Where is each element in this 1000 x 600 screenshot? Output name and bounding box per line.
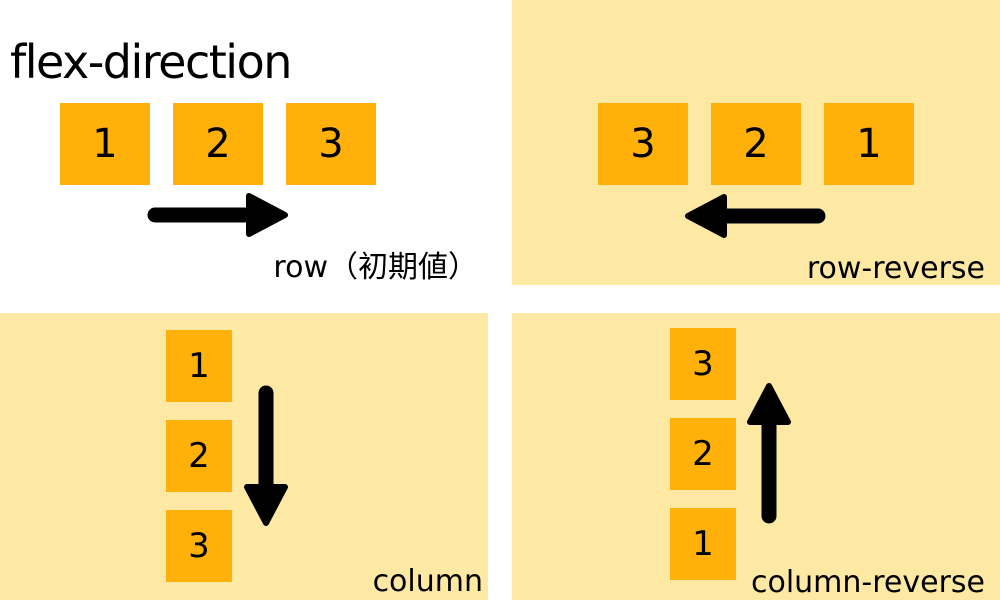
flex-item-box: 2 (173, 103, 263, 185)
arrow-down-icon (244, 385, 288, 526)
flex-item-box: 3 (166, 510, 232, 582)
flex-item-box: 2 (670, 418, 736, 490)
quadrant-label: column (372, 563, 483, 599)
quadrant-label: row（初期値） (273, 249, 478, 285)
quadrant-row: flex-direction 1 2 3 row（初期値） (0, 0, 488, 285)
quadrant-column-reverse: 3 2 1 column-reverse (512, 313, 1000, 600)
flex-item-box: 3 (598, 103, 688, 185)
flex-items-row: 1 2 3 (60, 103, 376, 185)
flex-item-box: 3 (670, 328, 736, 400)
arrow-right-icon (147, 193, 288, 237)
arrow-up-icon (747, 383, 791, 524)
flex-item-box: 1 (60, 103, 150, 185)
quadrant-label: column-reverse (750, 564, 985, 600)
quadrant-label: row-reverse (806, 250, 985, 286)
flex-items-column: 1 2 3 (166, 330, 232, 582)
flex-items-row: 3 2 1 (598, 103, 914, 185)
quadrant-column: 1 2 3 column (0, 313, 488, 600)
flex-item-box: 1 (166, 330, 232, 402)
page-title: flex-direction (10, 34, 292, 89)
flex-item-box: 1 (824, 103, 914, 185)
quadrant-row-reverse: 3 2 1 row-reverse (512, 0, 1000, 285)
arrow-left-icon (685, 194, 826, 238)
flex-item-box: 2 (166, 420, 232, 492)
flex-item-box: 2 (711, 103, 801, 185)
flex-items-column: 3 2 1 (670, 328, 736, 580)
flex-item-box: 3 (286, 103, 376, 185)
flex-item-box: 1 (670, 508, 736, 580)
